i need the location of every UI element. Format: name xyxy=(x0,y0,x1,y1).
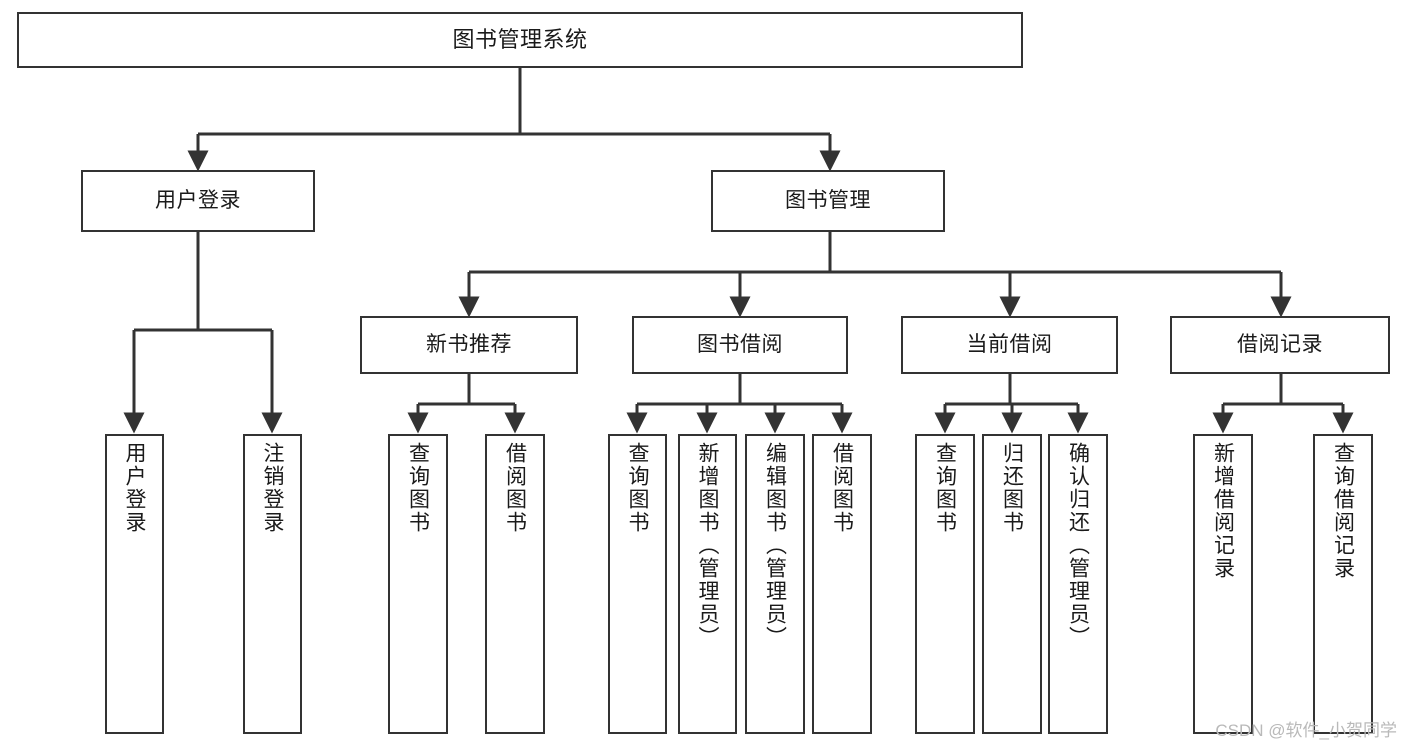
node-user-login-label: 用户登录 xyxy=(155,188,241,212)
leaf-logout-login[interactable]: 注销登录 xyxy=(243,434,302,734)
node-book-manage[interactable]: 图书管理 xyxy=(711,170,945,232)
node-book-borrow-label: 图书借阅 xyxy=(697,332,783,356)
leaf-query-book-3[interactable]: 查询图书 xyxy=(915,434,975,734)
leaf-query-book-2-label: 查询图书 xyxy=(626,442,650,534)
leaf-query-book-1[interactable]: 查询图书 xyxy=(388,434,448,734)
leaf-query-book-2[interactable]: 查询图书 xyxy=(608,434,667,734)
leaf-edit-book-label: 编辑图书（管理员） xyxy=(763,442,787,649)
leaf-confirm-return-label: 确认归还（管理员） xyxy=(1066,442,1090,649)
node-user-login[interactable]: 用户登录 xyxy=(81,170,315,232)
node-book-manage-label: 图书管理 xyxy=(785,188,871,212)
leaf-query-record[interactable]: 查询借阅记录 xyxy=(1313,434,1373,734)
node-borrow-record[interactable]: 借阅记录 xyxy=(1170,316,1390,374)
leaf-logout-login-label: 注销登录 xyxy=(261,442,285,534)
leaf-query-record-label: 查询借阅记录 xyxy=(1331,442,1355,580)
leaf-user-login-label: 用户登录 xyxy=(123,442,147,534)
node-book-borrow[interactable]: 图书借阅 xyxy=(632,316,848,374)
leaf-add-record[interactable]: 新增借阅记录 xyxy=(1193,434,1253,734)
node-root[interactable]: 图书管理系统 xyxy=(17,12,1023,68)
leaf-borrow-book-2[interactable]: 借阅图书 xyxy=(812,434,872,734)
leaf-return-book-label: 归还图书 xyxy=(1000,442,1024,534)
leaf-add-record-label: 新增借阅记录 xyxy=(1211,442,1235,580)
leaf-add-book[interactable]: 新增图书（管理员） xyxy=(678,434,737,734)
node-borrow-record-label: 借阅记录 xyxy=(1237,332,1323,356)
node-new-book-recommend-label: 新书推荐 xyxy=(426,332,512,356)
leaf-borrow-book-2-label: 借阅图书 xyxy=(830,442,854,534)
leaf-query-book-1-label: 查询图书 xyxy=(406,442,430,534)
leaf-confirm-return[interactable]: 确认归还（管理员） xyxy=(1048,434,1108,734)
leaf-user-login[interactable]: 用户登录 xyxy=(105,434,164,734)
leaf-query-book-3-label: 查询图书 xyxy=(933,442,957,534)
watermark: CSDN @软件_小贺同学 xyxy=(1215,721,1397,740)
leaf-borrow-book-1-label: 借阅图书 xyxy=(503,442,527,534)
leaf-return-book[interactable]: 归还图书 xyxy=(982,434,1042,734)
node-new-book-recommend[interactable]: 新书推荐 xyxy=(360,316,578,374)
leaf-add-book-label: 新增图书（管理员） xyxy=(696,442,720,649)
node-current-borrow[interactable]: 当前借阅 xyxy=(901,316,1118,374)
node-current-borrow-label: 当前借阅 xyxy=(966,332,1053,356)
leaf-edit-book[interactable]: 编辑图书（管理员） xyxy=(745,434,805,734)
leaf-borrow-book-1[interactable]: 借阅图书 xyxy=(485,434,545,734)
node-root-label: 图书管理系统 xyxy=(452,27,588,53)
